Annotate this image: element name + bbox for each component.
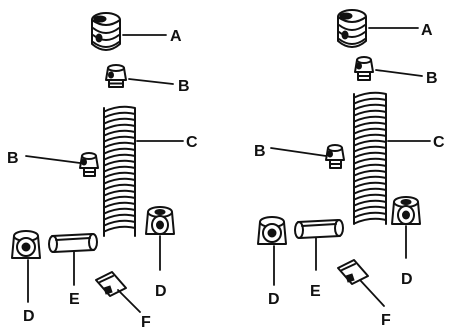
label-d-left: D	[23, 308, 35, 325]
spring-coil-turn	[103, 123, 136, 131]
spring-coil-turn	[103, 147, 136, 155]
spring-coil-turn	[103, 195, 136, 203]
spring-coil-turn	[353, 97, 387, 105]
part-a-icon	[91, 12, 121, 51]
label-b-side: B	[7, 150, 19, 167]
spring-coil-turn	[353, 151, 387, 159]
part-c-icon	[103, 105, 136, 237]
part-f-icon	[337, 259, 369, 285]
part-a-icon	[337, 9, 367, 48]
spring-coil-turn	[353, 115, 387, 123]
label-c: C	[433, 134, 445, 151]
spring-coil-turn	[103, 135, 136, 143]
spring-coil-turn	[103, 189, 136, 197]
spring-coil-turn	[353, 187, 387, 195]
spring-coil-turn	[353, 181, 387, 189]
spring-coil-turn	[353, 109, 387, 117]
label-f: F	[381, 312, 391, 327]
spring-coil-turn	[353, 157, 387, 165]
label-d-right: D	[401, 271, 413, 288]
part-e-icon	[294, 219, 344, 239]
spring-coil-turn	[353, 211, 387, 219]
part-d-left-icon	[11, 230, 41, 259]
spring-coil-turn	[103, 183, 136, 191]
leader-b-top	[375, 69, 423, 77]
leader-b-top	[128, 78, 174, 85]
spring-coil-turn	[353, 205, 387, 213]
label-b-top: B	[426, 70, 438, 87]
spring-coil-turn	[103, 159, 136, 167]
spring-coil-turn	[353, 145, 387, 153]
part-e-icon	[48, 233, 98, 253]
spring-coil-turn	[103, 153, 136, 161]
leader-b-side	[25, 155, 81, 164]
part-d-left-icon	[257, 216, 287, 245]
spring-coil-turn	[353, 133, 387, 141]
part-b-icon	[105, 64, 127, 88]
label-d-left: D	[268, 291, 280, 308]
spring-coil-turn	[103, 105, 136, 113]
part-b-side-icon	[325, 144, 345, 169]
panel-left: A B C B	[7, 12, 198, 327]
label-a: A	[421, 22, 433, 39]
spring-coil-turn	[353, 103, 387, 111]
label-b-top: B	[178, 78, 190, 95]
label-e: E	[69, 291, 80, 308]
spring-coil-turn	[103, 129, 136, 137]
spring-coil-turn	[103, 207, 136, 215]
spring-coil-turn	[103, 177, 136, 185]
leader-b-side	[270, 147, 327, 157]
spring-coil-turn	[353, 121, 387, 129]
label-f: F	[141, 314, 151, 327]
spring-coil-turn	[103, 141, 136, 149]
part-b-icon	[354, 56, 374, 81]
spring-coil-turn	[353, 175, 387, 183]
part-d-right-icon	[145, 206, 175, 235]
label-d-right: D	[155, 283, 167, 300]
spring-coil-turn	[353, 199, 387, 207]
label-c: C	[186, 134, 198, 151]
spring-coil-turn	[353, 169, 387, 177]
spring-coil-turn	[103, 111, 136, 119]
spring-coil-turn	[103, 117, 136, 125]
spring-coil-turn	[103, 219, 136, 227]
spring-coil-turn	[353, 139, 387, 147]
spring-coil-turn	[353, 193, 387, 201]
spring-coil-turn	[353, 163, 387, 171]
leader-f	[117, 289, 141, 313]
part-c-icon	[353, 91, 387, 225]
spring-coil-turn	[353, 217, 387, 225]
spring-coil-turn	[103, 213, 136, 221]
part-d-right-icon	[391, 196, 421, 225]
label-b-side: B	[254, 143, 266, 160]
spring-coil-turn	[353, 91, 387, 99]
spring-coil-turn	[103, 171, 136, 179]
spring-coil-turn	[353, 127, 387, 135]
spring-coil-turn	[103, 165, 136, 173]
part-b-side-icon	[79, 152, 99, 177]
label-e: E	[310, 283, 321, 300]
leader-f	[359, 279, 385, 307]
spring-coil-turn	[103, 201, 136, 209]
spring-coil-turn	[103, 225, 136, 233]
label-a: A	[170, 28, 182, 45]
panel-right: A B C B	[254, 9, 445, 327]
